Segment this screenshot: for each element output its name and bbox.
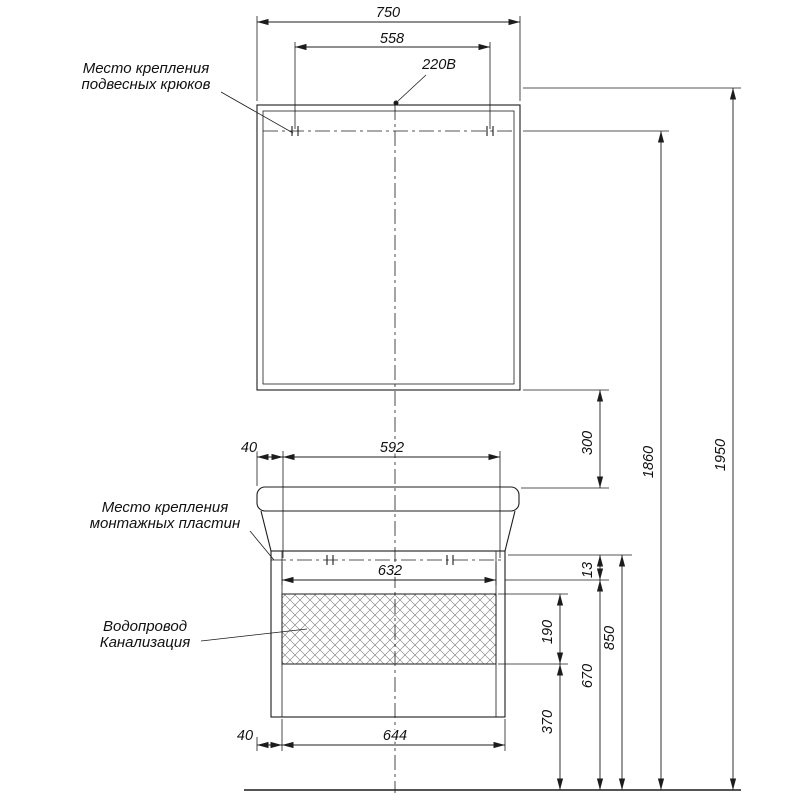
dim-190: 190	[498, 593, 568, 665]
plates-callout: Место крепления монтажных пластин	[90, 499, 275, 561]
plate-mounting-axis	[271, 555, 505, 565]
dim-632: 632	[281, 561, 497, 585]
dim-850: 850	[600, 555, 626, 790]
dim-1950-label: 1950	[713, 439, 729, 471]
dim-850-label: 850	[602, 626, 618, 650]
dim-750-label: 750	[376, 5, 400, 21]
dim-644: 644	[282, 719, 506, 751]
outlet-label: 220В	[421, 57, 456, 73]
dim-40-top: 40	[239, 438, 284, 558]
hooks-callout-line1: Место крепления	[83, 60, 209, 77]
mirror-cabinet	[256, 104, 521, 391]
dim-300: 300	[521, 389, 609, 489]
dim-558: 558	[294, 29, 491, 129]
dim-370: 370	[538, 664, 564, 790]
dim-300-label: 300	[580, 431, 596, 455]
washbasin	[256, 486, 520, 552]
dim-40-bottom: 40	[235, 719, 283, 751]
outlet-leader-line	[397, 74, 427, 102]
plumbing-callout-line2: Канализация	[100, 634, 191, 651]
dim-13-label: 13	[580, 562, 596, 578]
dim-190-label: 190	[540, 620, 556, 644]
dim-370-label: 370	[540, 710, 556, 734]
dim-670-label: 670	[580, 664, 596, 688]
plumbing-callout-line1: Водопровод	[103, 618, 187, 635]
plates-leader-line	[249, 530, 275, 561]
power-outlet-callout: 220В	[393, 55, 458, 106]
dim-1860-label: 1860	[641, 446, 657, 478]
plumbing-leader-line	[200, 628, 308, 642]
hook-marks	[291, 126, 494, 136]
plates-callout-line2: монтажных пластин	[90, 515, 240, 532]
dim-1950: 1950	[523, 87, 741, 790]
hook-mounting-axis	[263, 126, 514, 136]
dim-750: 750	[256, 3, 521, 101]
dim-40-bottom-label: 40	[237, 728, 253, 744]
hooks-leader-line	[220, 91, 294, 134]
plumbing-callout: Водопровод Канализация	[100, 618, 308, 651]
outlet-point	[393, 100, 399, 106]
plumbing-zone-hatch	[281, 593, 497, 665]
dim-1860: 1860	[523, 130, 669, 790]
dim-592-label: 592	[380, 440, 404, 456]
dim-632-label: 632	[378, 563, 402, 579]
hooks-callout: Место крепления подвесных крюков	[82, 60, 294, 134]
dim-13: 13	[505, 554, 632, 581]
hooks-callout-line2: подвесных крюков	[82, 76, 211, 93]
dim-558-label: 558	[380, 31, 404, 47]
plate-marks	[326, 555, 454, 565]
dim-40-top-label: 40	[241, 440, 257, 456]
dim-644-label: 644	[383, 728, 407, 744]
dim-670: 670	[578, 580, 604, 790]
dim-592: 592	[283, 438, 501, 558]
plates-callout-line1: Место крепления	[102, 499, 228, 516]
